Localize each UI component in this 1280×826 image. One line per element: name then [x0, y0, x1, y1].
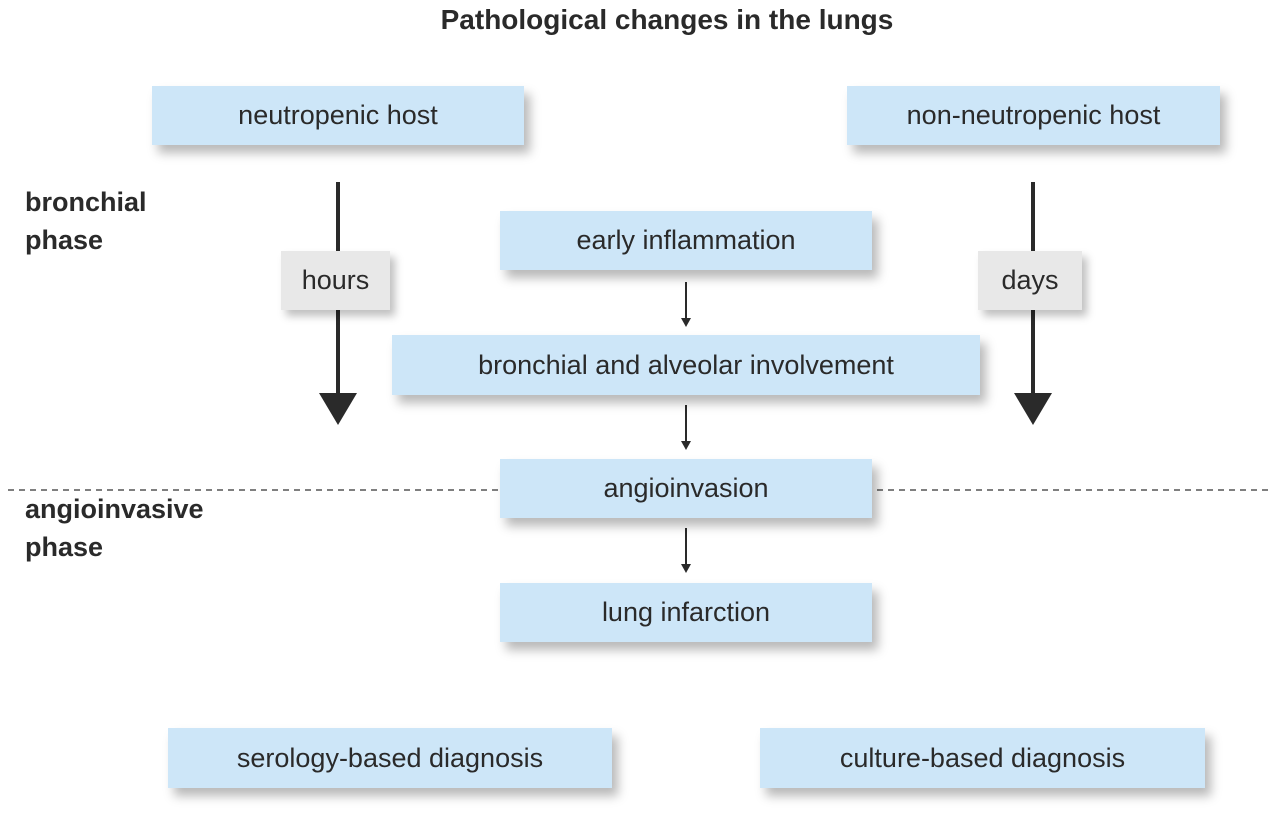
days-label: days [978, 251, 1082, 310]
phase-label-line: phase [25, 532, 104, 562]
early-inflammation-box: early inflammation [500, 211, 872, 270]
bronchial-phase-label: bronchial phase [25, 183, 147, 259]
phase-label-line: bronchial [25, 187, 147, 217]
culture-diagnosis-box: culture-based diagnosis [760, 728, 1205, 788]
arrow-involvement-to-angioinvasion [681, 405, 691, 450]
phase-label-line: phase [25, 225, 104, 255]
serology-diagnosis-box: serology-based diagnosis [168, 728, 612, 788]
hours-label: hours [281, 251, 390, 310]
arrow-angioinvasion-to-infarction [681, 528, 691, 573]
phase-label-line: angioinvasive [25, 494, 204, 524]
bronchial-alveolar-involvement-box: bronchial and alveolar involvement [392, 335, 980, 395]
non-neutropenic-host-box: non-neutropenic host [847, 86, 1220, 145]
angioinvasive-phase-label: angioinvasive phase [25, 490, 204, 566]
arrow-inflammation-to-involvement [681, 282, 691, 327]
neutropenic-host-box: neutropenic host [152, 86, 524, 145]
diagram-title: Pathological changes in the lungs [440, 4, 894, 35]
angioinvasion-box: angioinvasion [500, 459, 872, 518]
lung-infarction-box: lung infarction [500, 583, 872, 642]
